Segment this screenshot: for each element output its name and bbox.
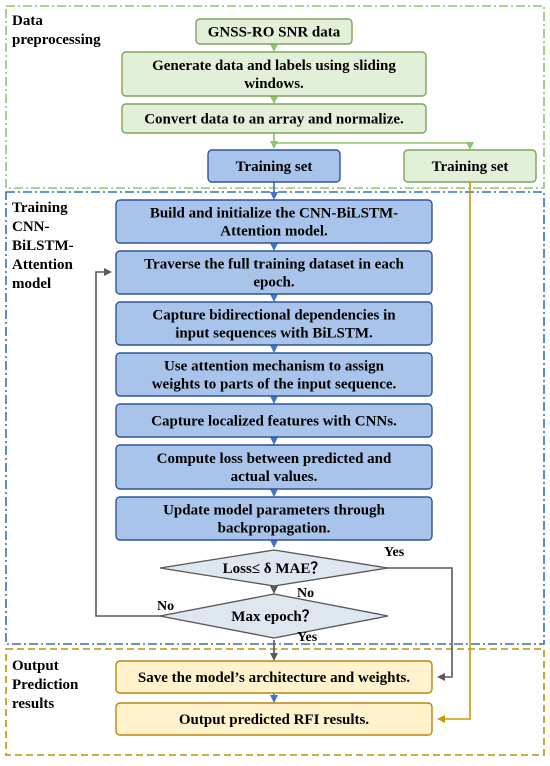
box-update-label: Update model parameters through backpropa… (163, 503, 385, 537)
decision-max-epoch-shape (159, 593, 389, 639)
box-loss: Compute loss between predicted and actual… (115, 444, 433, 490)
box-snr-data: GNSS-RO SNR data (195, 18, 353, 45)
box-attention: Use attention mechanism to assign weights… (115, 352, 433, 397)
box-update-shape (115, 496, 433, 541)
box-normalize: Convert data to an array and normalize. (121, 103, 427, 134)
decision-max-epoch-label: Max epoch？ (231, 608, 316, 625)
connectors (95, 44, 474, 723)
section-label-line: model (12, 276, 51, 292)
box-label-line: actual values. (231, 469, 318, 485)
box-snr-data-shape (195, 18, 353, 45)
box-bilstm-label: Capture bidirectional dependencies in inp… (152, 308, 396, 342)
box-save-label: Save the model’s architecture and weight… (138, 670, 410, 686)
box-build: Build and initialize the CNN-BiLSTM- Atte… (115, 199, 433, 244)
box-label-line: Generate data and labels using sliding (152, 58, 396, 74)
box-label-line: Update model parameters through (163, 503, 385, 519)
section-label-line: Data (12, 13, 43, 29)
box-snr-data-label: GNSS-RO SNR data (208, 25, 341, 41)
edge-label-loss-no: No (297, 586, 314, 601)
box-train-set-right-shape (403, 149, 537, 183)
box-build-label: Build and initialize the CNN-BiLSTM- Atte… (150, 206, 398, 240)
box-build-shape (115, 199, 433, 244)
section-frame-preprocessing (5, 5, 545, 189)
section-label-line: Attention (12, 257, 73, 273)
box-label-line: epoch. (253, 275, 295, 291)
box-sliding-shape (121, 51, 427, 97)
edge-label-epoch-yes: Yes (297, 630, 318, 645)
edge-label-epoch-no: No (157, 599, 174, 614)
box-label-line: backpropagation. (218, 521, 331, 537)
box-traverse-shape (115, 250, 433, 295)
box-label-line: Training set (432, 159, 509, 175)
box-update: Update model parameters through backpropa… (115, 496, 433, 541)
box-train-set-left: Training set (207, 149, 341, 183)
box-loss-shape (115, 444, 433, 490)
box-label-line: GNSS-RO SNR data (208, 25, 341, 41)
box-output: Output predicted RFI results. (115, 702, 433, 736)
box-label-line: Save the model’s architecture and weight… (138, 670, 410, 686)
box-label-line: Build and initialize the CNN-BiLSTM- (150, 206, 398, 222)
box-label-line: Attention model. (220, 224, 328, 240)
arrow-losscheck-yes-to-save (388, 567, 453, 681)
box-train-set-left-label: Training set (236, 159, 313, 175)
box-label-line: Training set (236, 159, 313, 175)
box-label-line: Traverse the full training dataset in ea… (144, 257, 404, 273)
section-frame-output (5, 648, 545, 756)
box-label-line: Capture bidirectional dependencies in (152, 308, 396, 324)
box-traverse-label: Traverse the full training dataset in ea… (144, 257, 404, 291)
section-label-line: preprocessing (12, 32, 101, 48)
section-label-line: Prediction (12, 677, 79, 693)
box-attention-shape (115, 352, 433, 397)
box-train-set-right: Training set (403, 149, 537, 183)
box-output-label: Output predicted RFI results. (179, 712, 370, 728)
box-save: Save the model’s architecture and weight… (115, 660, 433, 694)
box-sliding: Generate data and labels using sliding wi… (121, 51, 427, 97)
box-traverse: Traverse the full training dataset in ea… (115, 250, 433, 295)
arrow-trainset-right-to-output (437, 182, 471, 723)
section-label-line: results (12, 696, 54, 712)
box-cnn-label: Capture localized features with CNNs. (151, 414, 397, 430)
box-label-line: windows. (244, 76, 304, 92)
box-train-set-right-label: Training set (432, 159, 509, 175)
box-label-line: Capture localized features with CNNs. (151, 414, 397, 430)
decision-max-epoch: Max epoch？ (159, 593, 389, 639)
box-label-line: Compute loss between predicted and (157, 451, 392, 467)
box-label-line: Use attention mechanism to assign (164, 359, 385, 375)
section-label-preprocessing: Data preprocessing (12, 13, 101, 48)
arrow-normalize-to-train-right (274, 142, 474, 150)
box-normalize-label: Convert data to an array and normalize. (144, 112, 404, 128)
section-label-line: BiLSTM- (12, 238, 74, 254)
arrow-maxepoch-no-loop (95, 268, 160, 617)
decision-loss-check: Loss≤ δ MAE？ (159, 549, 389, 587)
box-output-shape (115, 702, 433, 736)
box-loss-label: Compute loss between predicted and actual… (157, 451, 392, 485)
box-normalize-shape (121, 103, 427, 134)
box-label-line: input sequences with BiLSTM. (175, 326, 373, 342)
box-save-shape (115, 660, 433, 694)
box-sliding-label: Generate data and labels using sliding wi… (152, 58, 396, 92)
section-label-line: Output (12, 658, 59, 674)
decision-loss-check-shape (159, 549, 389, 587)
box-label-line: Output predicted RFI results. (179, 712, 370, 728)
box-train-set-left-shape (207, 149, 341, 183)
section-label-line: CNN- (12, 219, 50, 235)
box-bilstm-shape (115, 301, 433, 346)
box-label-line: Convert data to an array and normalize. (144, 112, 404, 128)
box-bilstm: Capture bidirectional dependencies in inp… (115, 301, 433, 346)
edge-label-loss-yes: Yes (384, 545, 405, 560)
box-cnn-shape (115, 403, 433, 438)
box-attention-label: Use attention mechanism to assign weights… (152, 359, 397, 393)
decision-loss-check-label: Loss≤ δ MAE？ (223, 560, 326, 577)
box-cnn: Capture localized features with CNNs. (115, 403, 433, 438)
box-label-line: weights to parts of the input sequence. (152, 377, 397, 393)
section-label-line: Training (12, 200, 68, 216)
